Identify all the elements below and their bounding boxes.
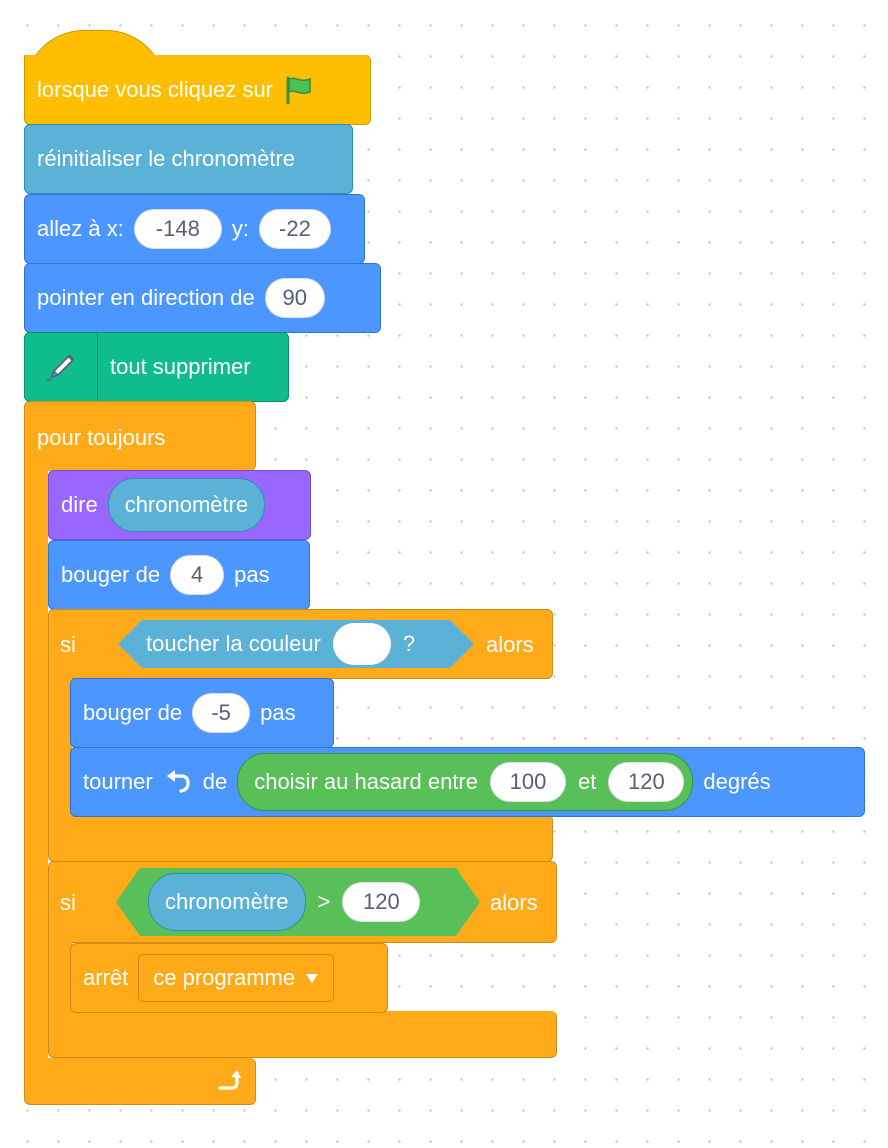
timer-reporter-2[interactable]: chronomètre xyxy=(148,873,306,931)
go-to-y-label: y: xyxy=(231,216,249,241)
turn-label: tourner xyxy=(83,769,153,794)
move-steps-block-2[interactable]: bouger de -5 pas xyxy=(70,678,334,748)
hat-label: lorsque vous cliquez sur xyxy=(37,76,274,102)
random-reporter[interactable]: choisir au hasard entre 100 et 120 xyxy=(237,753,694,811)
if-block-2-bottom[interactable] xyxy=(48,1011,557,1058)
if-block-1-arm xyxy=(48,676,72,816)
if-1-then-label: alors xyxy=(486,632,534,657)
steps-suffix: pas xyxy=(234,562,270,587)
random-from-input[interactable]: 100 xyxy=(490,762,566,802)
if-2-label: si xyxy=(60,890,76,915)
touching-color-condition[interactable]: toucher la couleur ? xyxy=(118,620,474,668)
greater-than-condition[interactable]: chronomètre > 120 xyxy=(116,868,480,936)
stop-option-value: ce programme xyxy=(153,965,296,990)
stop-option-dropdown[interactable]: ce programme xyxy=(138,954,335,1002)
say-label: dire xyxy=(61,492,98,517)
steps-input[interactable]: 4 xyxy=(170,555,225,595)
turn-left-block[interactable]: tourner de choisir au hasard entre 100 e… xyxy=(70,747,865,817)
hat-body: lorsque vous cliquez sur xyxy=(24,55,371,125)
erase-all-block[interactable]: tout supprimer xyxy=(24,332,289,402)
x-input[interactable]: -148 xyxy=(133,209,222,249)
reset-timer-label: réinitialiser le chronomètre xyxy=(37,146,295,171)
go-to-xy-block[interactable]: allez à x: -148 y: -22 xyxy=(24,194,365,264)
color-swatch[interactable] xyxy=(333,623,391,665)
forever-block-top[interactable] xyxy=(24,401,256,471)
greater-than-operator: > xyxy=(317,889,331,914)
forever-block-bottom[interactable] xyxy=(24,1058,256,1105)
when-flag-clicked-block[interactable]: lorsque vous cliquez sur xyxy=(24,30,371,126)
forever-label: pour toujours xyxy=(37,425,166,450)
random-label: choisir au hasard entre xyxy=(254,769,478,794)
move-2-label: bouger de xyxy=(83,700,183,725)
if-block-1-bottom[interactable] xyxy=(48,814,553,862)
move-label: bouger de xyxy=(61,562,161,587)
green-flag-icon xyxy=(283,75,315,105)
steps-suffix-2: pas xyxy=(260,700,296,725)
steps-input-2[interactable]: -5 xyxy=(192,693,251,733)
reset-timer-block[interactable]: réinitialiser le chronomètre xyxy=(24,124,353,194)
rotate-left-icon xyxy=(163,768,193,796)
loop-arrow-icon xyxy=(214,1068,242,1099)
point-in-direction-block[interactable]: pointer en direction de 90 xyxy=(24,263,381,333)
forever-block-arm xyxy=(24,466,48,1066)
stop-label: arrêt xyxy=(83,965,129,990)
degrees-suffix: degrés xyxy=(703,769,771,794)
say-block[interactable]: dire chronomètre xyxy=(48,470,311,540)
if-1-label: si xyxy=(60,632,76,657)
dropdown-arrow-icon xyxy=(305,972,319,984)
random-to-input[interactable]: 120 xyxy=(608,762,685,802)
go-to-x-label: allez à x: xyxy=(37,216,124,241)
point-direction-label: pointer en direction de xyxy=(37,285,255,310)
y-input[interactable]: -22 xyxy=(258,209,331,249)
direction-input[interactable]: 90 xyxy=(264,278,325,318)
if-block-2-arm xyxy=(48,941,72,1013)
pen-icon xyxy=(25,333,98,401)
timer-reporter[interactable]: chronomètre xyxy=(107,478,266,532)
erase-all-label: tout supprimer xyxy=(110,354,251,379)
if-2-then-label: alors xyxy=(490,890,538,915)
turn-de-label: de xyxy=(202,769,228,794)
move-steps-block[interactable]: bouger de 4 pas xyxy=(48,540,310,610)
random-and-label: et xyxy=(578,769,597,794)
touching-color-suffix: ? xyxy=(402,631,416,656)
touching-color-label: toucher la couleur xyxy=(146,631,321,656)
stop-block[interactable]: arrêt ce programme xyxy=(70,943,388,1013)
compare-value-input[interactable]: 120 xyxy=(342,882,420,922)
